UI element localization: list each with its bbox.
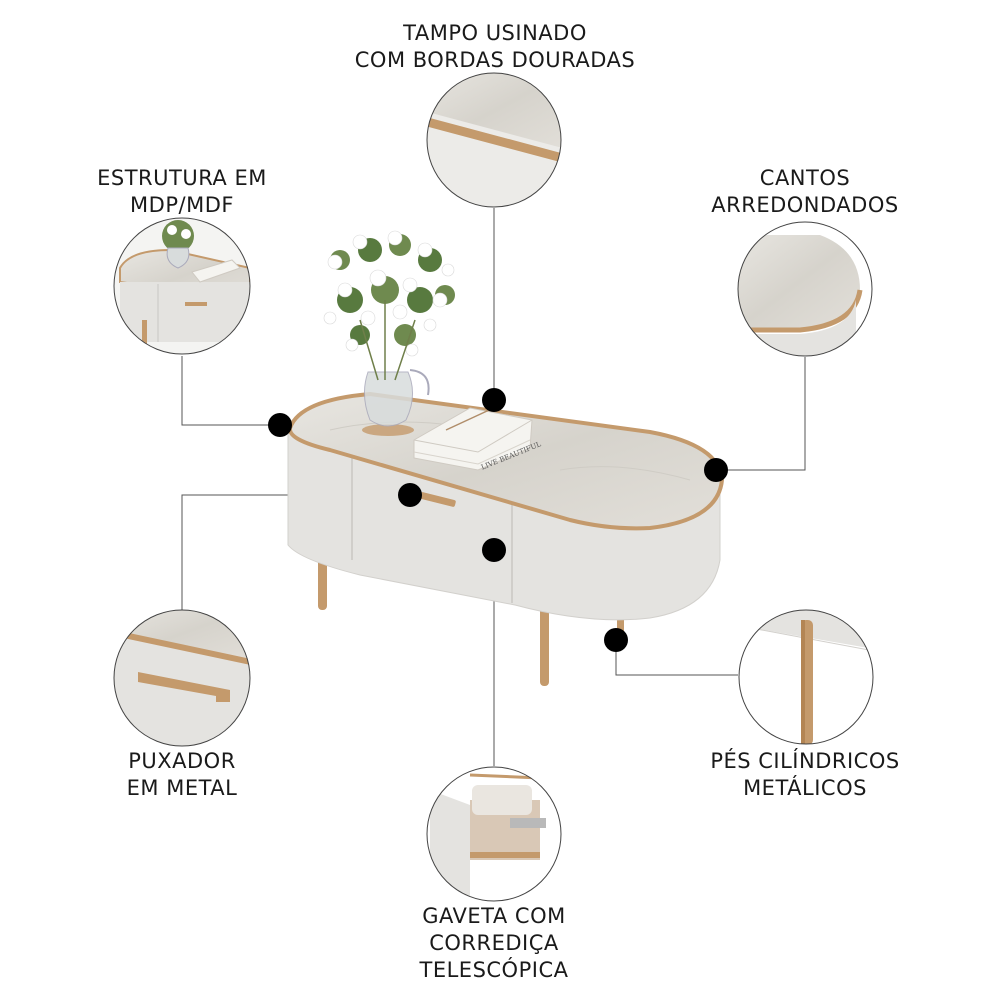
detail-pes	[738, 609, 874, 745]
flowers	[323, 230, 455, 381]
label-estrutura: ESTRUTURA EM MDP/MDF	[97, 166, 267, 217]
leader-pes	[615, 640, 738, 676]
leader-cantos	[716, 357, 806, 471]
dot-cantos[interactable]	[704, 458, 728, 482]
detail-puxador	[113, 609, 251, 747]
detail-gaveta	[426, 766, 562, 902]
leader-estrutura	[181, 356, 280, 426]
drawer-handle	[419, 492, 456, 507]
dot-gaveta[interactable]	[482, 538, 506, 562]
label-tampo: TAMPO USINADO COM BORDAS DOURADAS	[354, 21, 636, 72]
detail-cantos	[737, 221, 873, 357]
label-puxador: PUXADOR EM METAL	[126, 749, 238, 800]
hotspot-dots	[268, 388, 728, 652]
dot-estrutura[interactable]	[268, 413, 292, 437]
dot-tampo[interactable]	[482, 388, 506, 412]
detail-estrutura	[113, 217, 251, 355]
dot-pes[interactable]	[604, 628, 628, 652]
tv-stand-main: LIVE BEAUTIFUL	[287, 230, 725, 686]
label-cantos: CANTOS ARREDONDADOS	[711, 166, 899, 217]
label-pes: PÉS CILÍNDRICOS METÁLICOS	[710, 749, 900, 800]
leg-front-right	[540, 598, 549, 686]
dot-puxador[interactable]	[398, 483, 422, 507]
label-gaveta: GAVETA COM CORREDIÇA TELESCÓPICA	[419, 904, 569, 982]
flower-vase	[323, 230, 455, 436]
detail-tampo	[426, 72, 562, 208]
